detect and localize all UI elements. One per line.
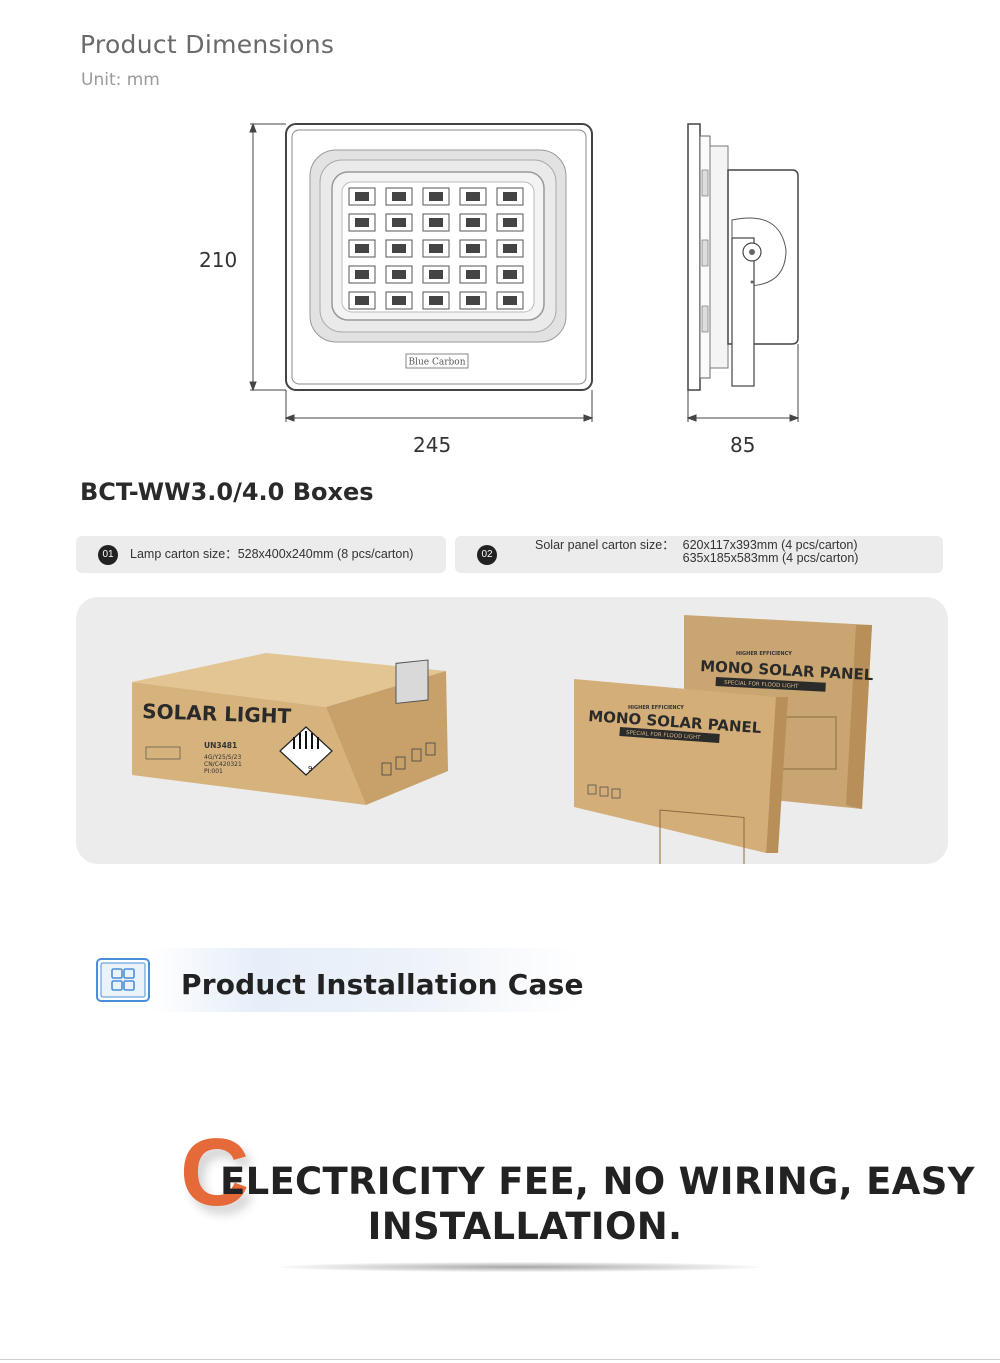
cn-code: CN/C420321 (204, 761, 242, 768)
led-chip (503, 218, 517, 227)
width-dimension-line (284, 390, 594, 422)
hazard-class: 9 (308, 765, 312, 773)
slogan-initial: C (180, 1119, 250, 1226)
led-chip (355, 244, 369, 253)
led-chip (503, 270, 517, 279)
installation-title-bar (150, 948, 580, 1012)
slogan-line-2: INSTALLATION. (367, 1205, 683, 1248)
led-chip (355, 192, 369, 201)
led-chip (503, 244, 517, 253)
led-chip (355, 296, 369, 305)
panel-subtitle-front: SPECIAL FOR FLOOD LIGHT (626, 730, 701, 741)
dimension-drawing: Blue Carbon (249, 122, 800, 422)
height-dimension-line (249, 122, 286, 392)
solar-panel-carton-info: 02 Solar panel carton size： 620x117x393m… (455, 536, 943, 573)
led-chip (429, 192, 443, 201)
package-code: 4G/Y25/S/23 (204, 754, 241, 761)
lamp-carton: SOLAR LIGHT UN3481 4G/Y25/S/23 CN/C42032… (132, 653, 448, 805)
lamp-carton-size: 528x400x240mm (8 pcs/carton) (237, 547, 414, 561)
depth-dimension-line (686, 344, 800, 422)
lamp-carton-label: Lamp carton size： (130, 547, 238, 561)
depth-label: 85 (730, 433, 756, 457)
led-chip (466, 244, 480, 253)
led-chip (355, 270, 369, 279)
cartons-photo-panel: SOLAR LIGHT UN3481 4G/Y25/S/23 CN/C42032… (76, 597, 948, 864)
pi-code: PI:001 (204, 768, 223, 775)
led-chip (392, 270, 406, 279)
product-dimensions-title: Product Dimensions (80, 30, 335, 59)
installation-title: Product Installation Case (181, 968, 584, 1001)
led-chip (503, 192, 517, 201)
lamp-carton-info: 01 Lamp carton size： 528x400x240mm (8 pc… (76, 536, 446, 573)
item-number-badge: 02 (477, 544, 497, 565)
led-chip (392, 244, 406, 253)
panel-grid-icon (96, 958, 150, 1002)
led-chip (466, 270, 480, 279)
solar-carton-label: Solar panel carton size： (535, 537, 675, 552)
led-chip (392, 218, 406, 227)
boxes-title: BCT-WW3.0/4.0 Boxes (80, 478, 374, 506)
led-grid (348, 187, 524, 310)
led-chip (466, 296, 480, 305)
unit-label: Unit: mm (81, 70, 160, 90)
lamp-print (395, 659, 429, 704)
width-label: 245 (413, 433, 452, 457)
led-chip (466, 218, 480, 227)
solar-carton-size-2: 635x185x583mm (4 pcs/carton) (682, 550, 859, 565)
led-chip (429, 296, 443, 305)
led-chip (429, 270, 443, 279)
panel-tag-front: HIGHER EFFICIENCY (628, 705, 684, 711)
solar-carton-size-1: 620x117x393mm (4 pcs/carton) (682, 537, 858, 552)
brand-plate-text: Blue Carbon (408, 358, 465, 368)
un-code: UN3481 (204, 741, 237, 750)
led-chip (503, 296, 517, 305)
lamp-carton-title: SOLAR LIGHT (142, 699, 292, 728)
led-chip (355, 218, 369, 227)
cartons-illustration: SOLAR LIGHT UN3481 4G/Y25/S/23 CN/C42032… (132, 615, 874, 864)
panel-tag-back: HIGHER EFFICIENCY (736, 651, 792, 657)
panel-subtitle-back: SPECIAL FOR FLOOD LIGHT (724, 680, 799, 690)
height-label: 210 (199, 248, 238, 272)
item-number-badge: 01 (98, 544, 118, 565)
bottom-divider (0, 1359, 1000, 1360)
panel-print (659, 809, 745, 864)
front-view: Blue Carbon (285, 123, 593, 391)
slogan-shadow (280, 1262, 760, 1272)
led-chip (392, 192, 406, 201)
led-chip (392, 296, 406, 305)
led-chip (466, 192, 480, 201)
led-chip (429, 218, 443, 227)
side-view (687, 123, 799, 391)
panel-carton-front: HIGHER EFFICIENCY MONO SOLAR PANEL SPECI… (574, 679, 788, 864)
led-chip (429, 244, 443, 253)
slogan-line-1: ELECTRICITY FEE, NO WIRING, EASY (220, 1160, 975, 1203)
